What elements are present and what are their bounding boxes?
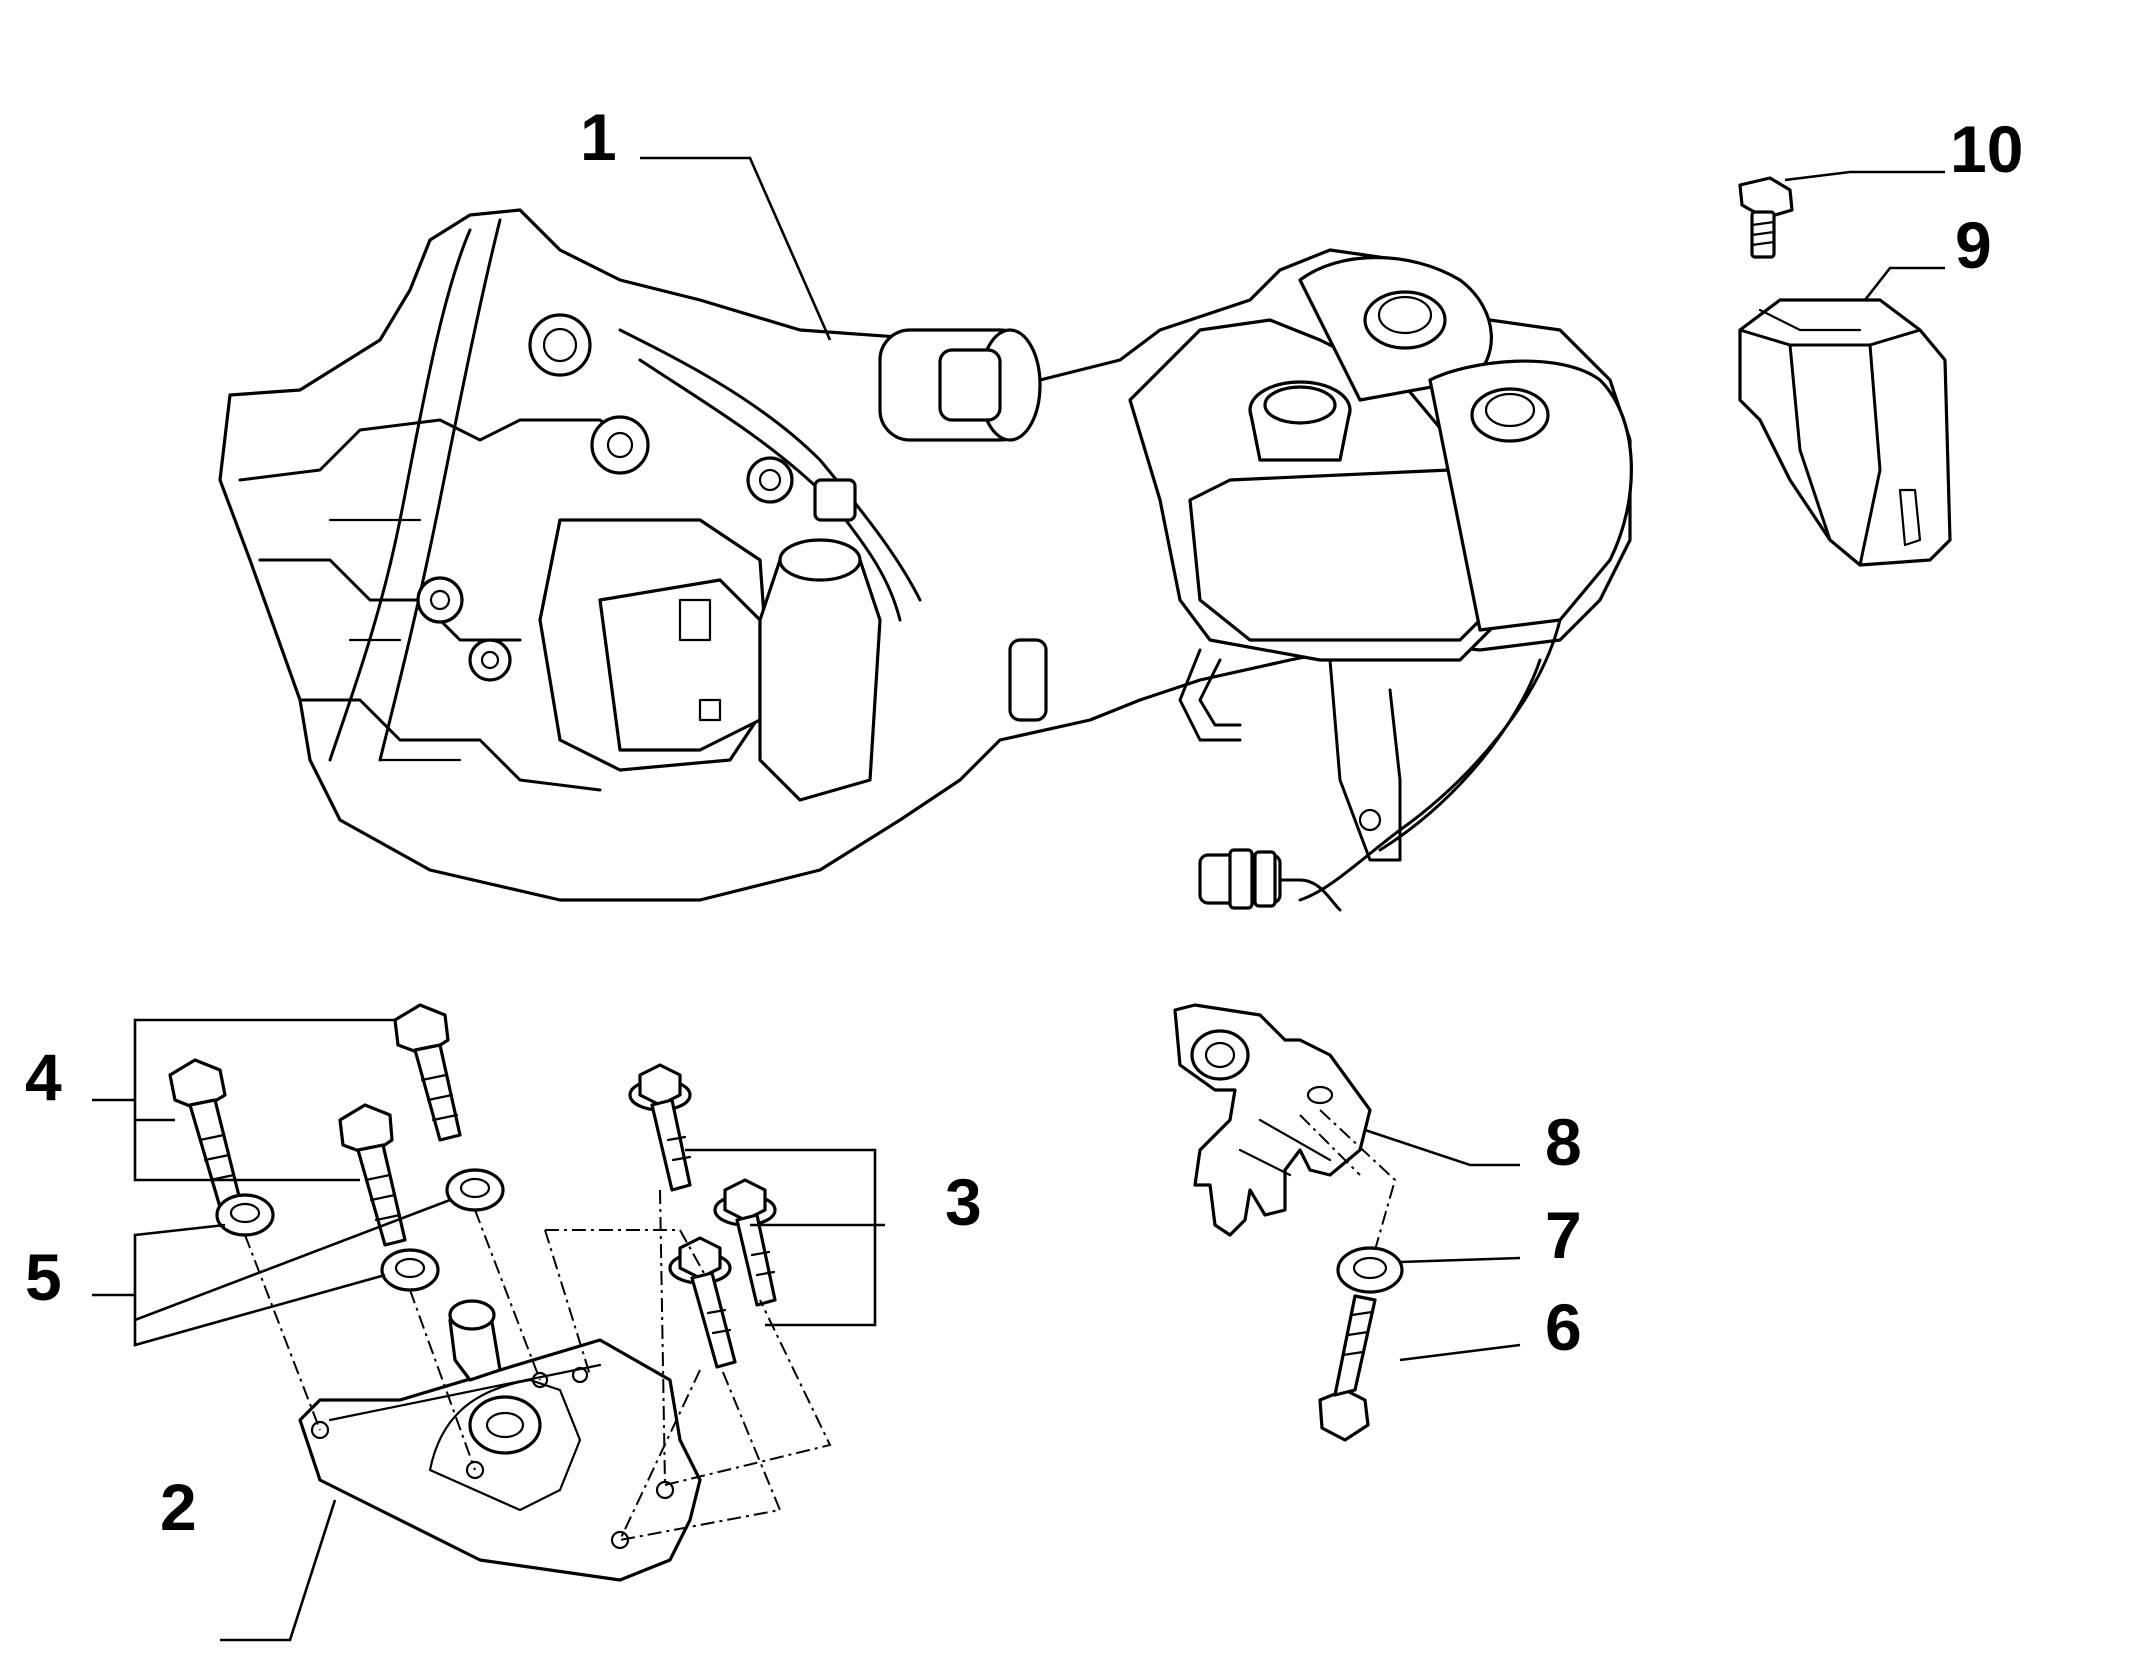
washers-part bbox=[215, 1168, 505, 1292]
callout-8: 8 bbox=[1545, 1105, 1582, 1179]
hex-bolts-part bbox=[168, 1003, 462, 1247]
callout-1: 1 bbox=[580, 100, 617, 174]
actuator-assembly bbox=[218, 208, 1633, 912]
callout-7: 7 bbox=[1545, 1198, 1582, 1272]
callout-labels: 1 2 3 4 5 6 7 8 9 10 bbox=[25, 100, 2023, 1544]
callout-5: 5 bbox=[25, 1240, 62, 1314]
callout-9: 9 bbox=[1955, 208, 1992, 282]
bracket-clip-part bbox=[1173, 1003, 1372, 1237]
callout-10: 10 bbox=[1950, 112, 2023, 186]
assembly-lines bbox=[244, 1109, 1397, 1542]
mounting-plate-part bbox=[298, 1299, 702, 1582]
flanged-bolts-part bbox=[628, 1063, 777, 1369]
callout-6: 6 bbox=[1545, 1290, 1582, 1364]
callout-2: 2 bbox=[160, 1470, 197, 1544]
callout-4: 4 bbox=[25, 1040, 62, 1114]
bolt-part bbox=[1318, 1294, 1377, 1442]
small-bolt-part bbox=[1738, 176, 1794, 259]
washer-part bbox=[1336, 1246, 1404, 1294]
cover-part bbox=[1738, 298, 1952, 567]
callout-3: 3 bbox=[945, 1165, 982, 1239]
leader-lines bbox=[92, 156, 1945, 1642]
